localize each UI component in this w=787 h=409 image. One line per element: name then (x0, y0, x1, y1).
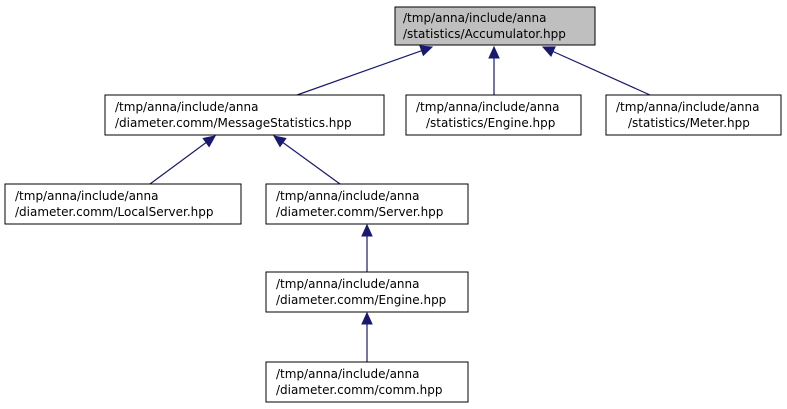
edge-comm-engine-to-server (361, 223, 373, 272)
arrowhead-icon (419, 45, 434, 57)
edges-layer (149, 45, 651, 362)
node-statistics-meter[interactable]: /tmp/anna/include/anna /statistics/Meter… (605, 94, 782, 136)
node-comm-line2: /diameter.comm/comm.hpp (276, 383, 443, 397)
node-comm-engine-line2: /diameter.comm/Engine.hpp (276, 293, 446, 307)
node-local-server-line1: /tmp/anna/include/anna (15, 189, 159, 203)
edge-local-server-to-message-statistics (149, 135, 216, 185)
node-local-server[interactable]: /tmp/anna/include/anna /diameter.comm/Lo… (4, 183, 242, 225)
edge-line (149, 142, 207, 185)
edge-server-to-message-statistics (273, 135, 341, 185)
arrowhead-icon (361, 311, 373, 325)
node-comm-engine[interactable]: /tmp/anna/include/anna /diameter.comm/En… (265, 271, 469, 313)
node-comm-line1: /tmp/anna/include/anna (276, 367, 420, 381)
node-message-statistics-line1: /tmp/anna/include/anna (115, 100, 259, 114)
node-server-line2: /diameter.comm/Server.hpp (276, 205, 443, 219)
node-statistics-engine-line1: /tmp/anna/include/anna (416, 100, 560, 114)
node-comm[interactable]: /tmp/anna/include/anna /diameter.comm/co… (265, 361, 469, 403)
node-statistics-engine[interactable]: /tmp/anna/include/anna /statistics/Engin… (405, 94, 582, 136)
edge-message-statistics-to-accumulator (296, 45, 434, 96)
node-message-statistics[interactable]: /tmp/anna/include/anna /diameter.comm/Me… (104, 94, 385, 136)
edge-line (282, 141, 341, 185)
edge-statistics-engine-to-accumulator (488, 45, 500, 95)
edge-line (296, 50, 422, 96)
node-accumulator-line2: /statistics/Accumulator.hpp (403, 27, 566, 41)
node-accumulator-line1: /tmp/anna/include/anna (403, 11, 547, 25)
arrowhead-icon (541, 46, 556, 57)
node-message-statistics-line2: /diameter.comm/MessageStatistics.hpp (115, 116, 352, 130)
node-comm-engine-line1: /tmp/anna/include/anna (276, 277, 420, 291)
edge-comm-to-comm-engine (361, 311, 373, 362)
arrowhead-icon (202, 135, 216, 148)
arrowhead-icon (488, 45, 500, 59)
arrowhead-icon (361, 223, 373, 237)
node-statistics-meter-line1: /tmp/anna/include/anna (616, 100, 760, 114)
node-local-server-line2: /diameter.comm/LocalServer.hpp (15, 205, 214, 219)
node-server[interactable]: /tmp/anna/include/anna /diameter.comm/Se… (265, 183, 469, 225)
node-statistics-engine-line2: /statistics/Engine.hpp (426, 116, 555, 130)
edge-statistics-meter-to-accumulator (541, 46, 651, 96)
node-statistics-meter-line2: /statistics/Meter.hpp (628, 116, 750, 130)
node-accumulator[interactable]: /tmp/anna/include/anna /statistics/Accum… (394, 6, 596, 46)
edge-line (552, 50, 651, 96)
arrowhead-icon (273, 135, 287, 148)
node-server-line1: /tmp/anna/include/anna (276, 189, 420, 203)
